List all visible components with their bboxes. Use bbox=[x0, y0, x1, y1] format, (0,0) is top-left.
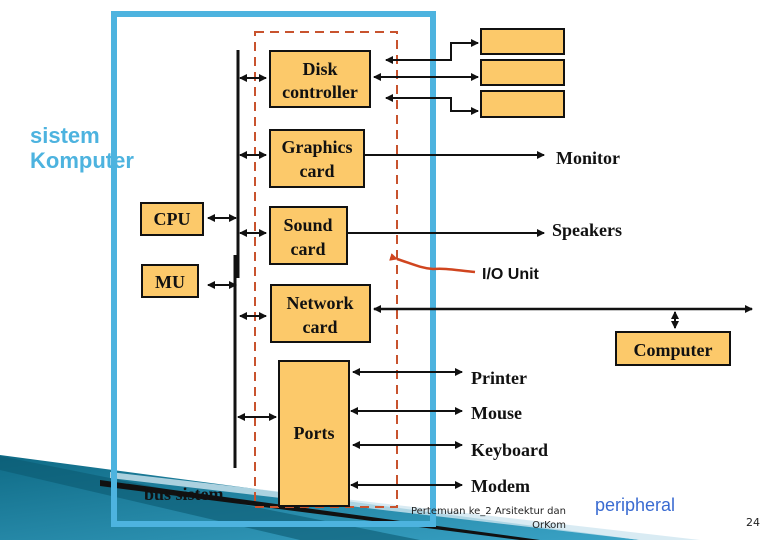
bus-sistem-label: bus sistem bbox=[144, 484, 224, 504]
peripheral-label: peripheral bbox=[595, 495, 675, 515]
graphics-card-label-2: card bbox=[300, 161, 335, 181]
ports-label: Ports bbox=[294, 423, 335, 443]
mu-label: MU bbox=[155, 272, 185, 292]
mu-block: MU bbox=[141, 264, 199, 298]
sound-card-label-1: Sound bbox=[283, 215, 332, 235]
network-card-label-1: Network bbox=[287, 293, 354, 313]
footer-course-line1: Pertemuan ke_2 Arsitektur dan bbox=[411, 506, 566, 517]
system-label-line1: sistem bbox=[30, 123, 100, 148]
page-number: 24 bbox=[746, 516, 760, 529]
modem-label: Modem bbox=[471, 476, 530, 496]
disk-controller-label-1: Disk bbox=[302, 59, 337, 79]
disk-drive-3 bbox=[480, 90, 565, 118]
computer-block: Computer bbox=[615, 331, 731, 366]
io-unit-frame bbox=[254, 31, 398, 508]
disk-controller-block: Disk controller bbox=[269, 50, 371, 108]
io-unit-label: I/O Unit bbox=[482, 266, 540, 283]
sound-card-label-2: card bbox=[291, 239, 326, 259]
speakers-label: Speakers bbox=[552, 220, 622, 240]
mouse-label: Mouse bbox=[471, 403, 522, 423]
printer-label: Printer bbox=[471, 368, 527, 388]
computer-label: Computer bbox=[634, 340, 713, 360]
graphics-card-label-1: Graphics bbox=[281, 137, 352, 157]
disk-controller-label-2: controller bbox=[282, 82, 358, 102]
footer-course-line2: OrKom bbox=[532, 520, 566, 531]
network-card-block: Network card bbox=[270, 284, 371, 343]
system-label-line2: Komputer bbox=[30, 148, 134, 173]
network-card-label-2: card bbox=[303, 317, 338, 337]
disk-drive-3-arrow bbox=[385, 94, 479, 115]
graphics-card-block: Graphics card bbox=[269, 129, 365, 188]
disk-drive-1 bbox=[480, 28, 565, 55]
ports-block: Ports bbox=[278, 360, 350, 507]
sound-card-block: Sound card bbox=[269, 206, 348, 265]
io-unit-pointer bbox=[389, 253, 476, 274]
cpu-block: CPU bbox=[140, 202, 204, 236]
keyboard-label: Keyboard bbox=[471, 440, 548, 460]
disk-drive-1-arrow bbox=[385, 39, 479, 64]
cpu-label: CPU bbox=[154, 209, 191, 229]
disk-drive-2 bbox=[480, 59, 565, 86]
corner-light-stripe bbox=[110, 472, 700, 540]
monitor-label: Monitor bbox=[556, 148, 620, 168]
